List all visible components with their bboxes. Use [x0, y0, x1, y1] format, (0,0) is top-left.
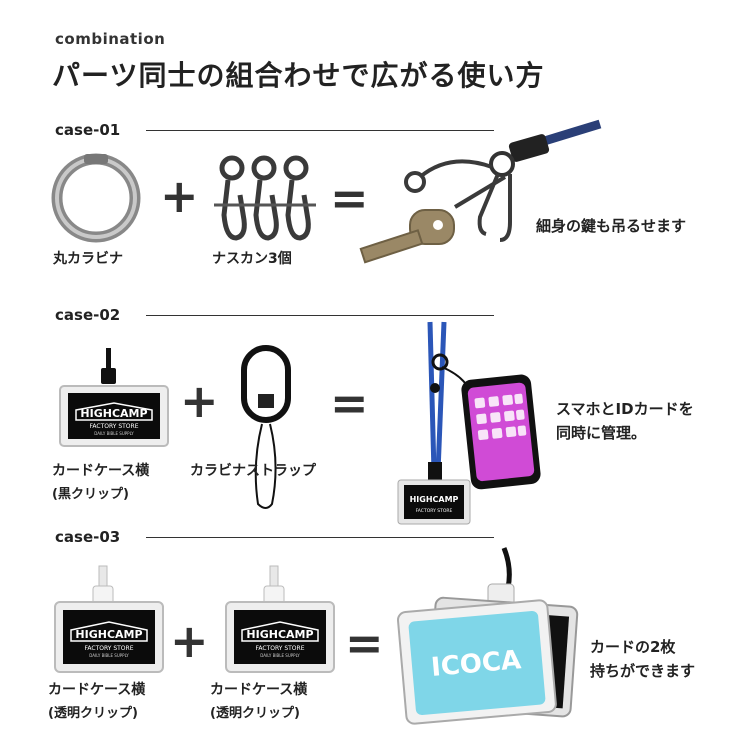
plus-sign: +	[160, 169, 199, 223]
case-03-result-text-line2: 持ちができます	[590, 662, 696, 680]
card-case-black-clip-image: HIGHCAMP FACTORY STORE DAILY BIBLE SUPPL…	[59, 348, 169, 447]
equals-sign: =	[330, 376, 369, 430]
phone-id-lanyard-result-image: HIGHCAMP FACTORY STORE	[397, 321, 541, 525]
card-brand-text: HIGHCAMP	[246, 628, 313, 641]
case-01-item1-label: 丸カラビナ	[53, 251, 123, 267]
card-store-text: FACTORY STORE	[90, 423, 139, 430]
card-tag-text: DAILY BIBLE SUPPLY	[89, 653, 129, 658]
case-01-item2-label: ナスカン3個	[212, 251, 292, 267]
case-03-result-text-line1: カードの2枚	[590, 638, 676, 656]
card-store-text: FACTORY STORE	[85, 645, 134, 652]
card-tag-text: DAILY BIBLE SUPPLY	[94, 431, 134, 436]
case-02-result-text-line2: 同時に管理。	[556, 424, 647, 442]
round-carabiner-image	[51, 153, 141, 243]
case-02-item1-label: カードケース横	[52, 463, 150, 479]
case-02-item1-sublabel: (黒クリップ)	[52, 487, 129, 502]
case-02-heading: case-02	[55, 306, 121, 324]
page-title: パーツ同士の組合わせで広がる使い方	[52, 59, 545, 92]
card-brand-text: HIGHCAMP	[410, 495, 459, 504]
carabiner-strap-image	[241, 345, 291, 509]
card-tag-text: DAILY BIBLE SUPPLY	[260, 653, 300, 658]
card-store-text: FACTORY STORE	[416, 508, 453, 514]
snap-hooks-image	[214, 155, 316, 241]
card-brand-text: HIGHCAMP	[75, 628, 142, 641]
case-01-heading: case-01	[55, 121, 121, 139]
section-eyebrow: combination	[55, 30, 166, 48]
equals-sign: =	[330, 171, 369, 225]
plus-sign: +	[180, 374, 219, 428]
two-cards-result-image: ICOCA	[396, 547, 579, 725]
case-01-divider	[146, 130, 494, 131]
case-03-heading: case-03	[55, 528, 121, 546]
case-02-divider	[146, 315, 494, 316]
case-03-item2-sublabel: (透明クリップ)	[210, 706, 300, 721]
case-02-result-text-line1: スマホとIDカードを	[556, 400, 694, 418]
plus-sign: +	[170, 614, 209, 668]
card-store-text: FACTORY STORE	[256, 645, 305, 652]
case-03-item1-sublabel: (透明クリップ)	[48, 706, 138, 721]
case-03-divider	[146, 537, 494, 538]
equals-sign: =	[345, 616, 384, 670]
case-03-item1-label: カードケース横	[48, 682, 146, 698]
case-01-result-text: 細身の鍵も吊るせます	[536, 217, 687, 235]
key-lanyard-result-image	[359, 119, 602, 264]
card-brand-text: HIGHCAMP	[80, 407, 147, 420]
case-02-item2-label: カラビナストラップ	[190, 463, 316, 479]
card-case-clear-clip-image: HIGHCAMP FACTORY STORE DAILY BIBLE SUPPL…	[225, 565, 335, 673]
card-case-clear-clip-image: HIGHCAMP FACTORY STORE DAILY BIBLE SUPPL…	[54, 565, 164, 673]
case-03-item2-label: カードケース横	[210, 682, 308, 698]
